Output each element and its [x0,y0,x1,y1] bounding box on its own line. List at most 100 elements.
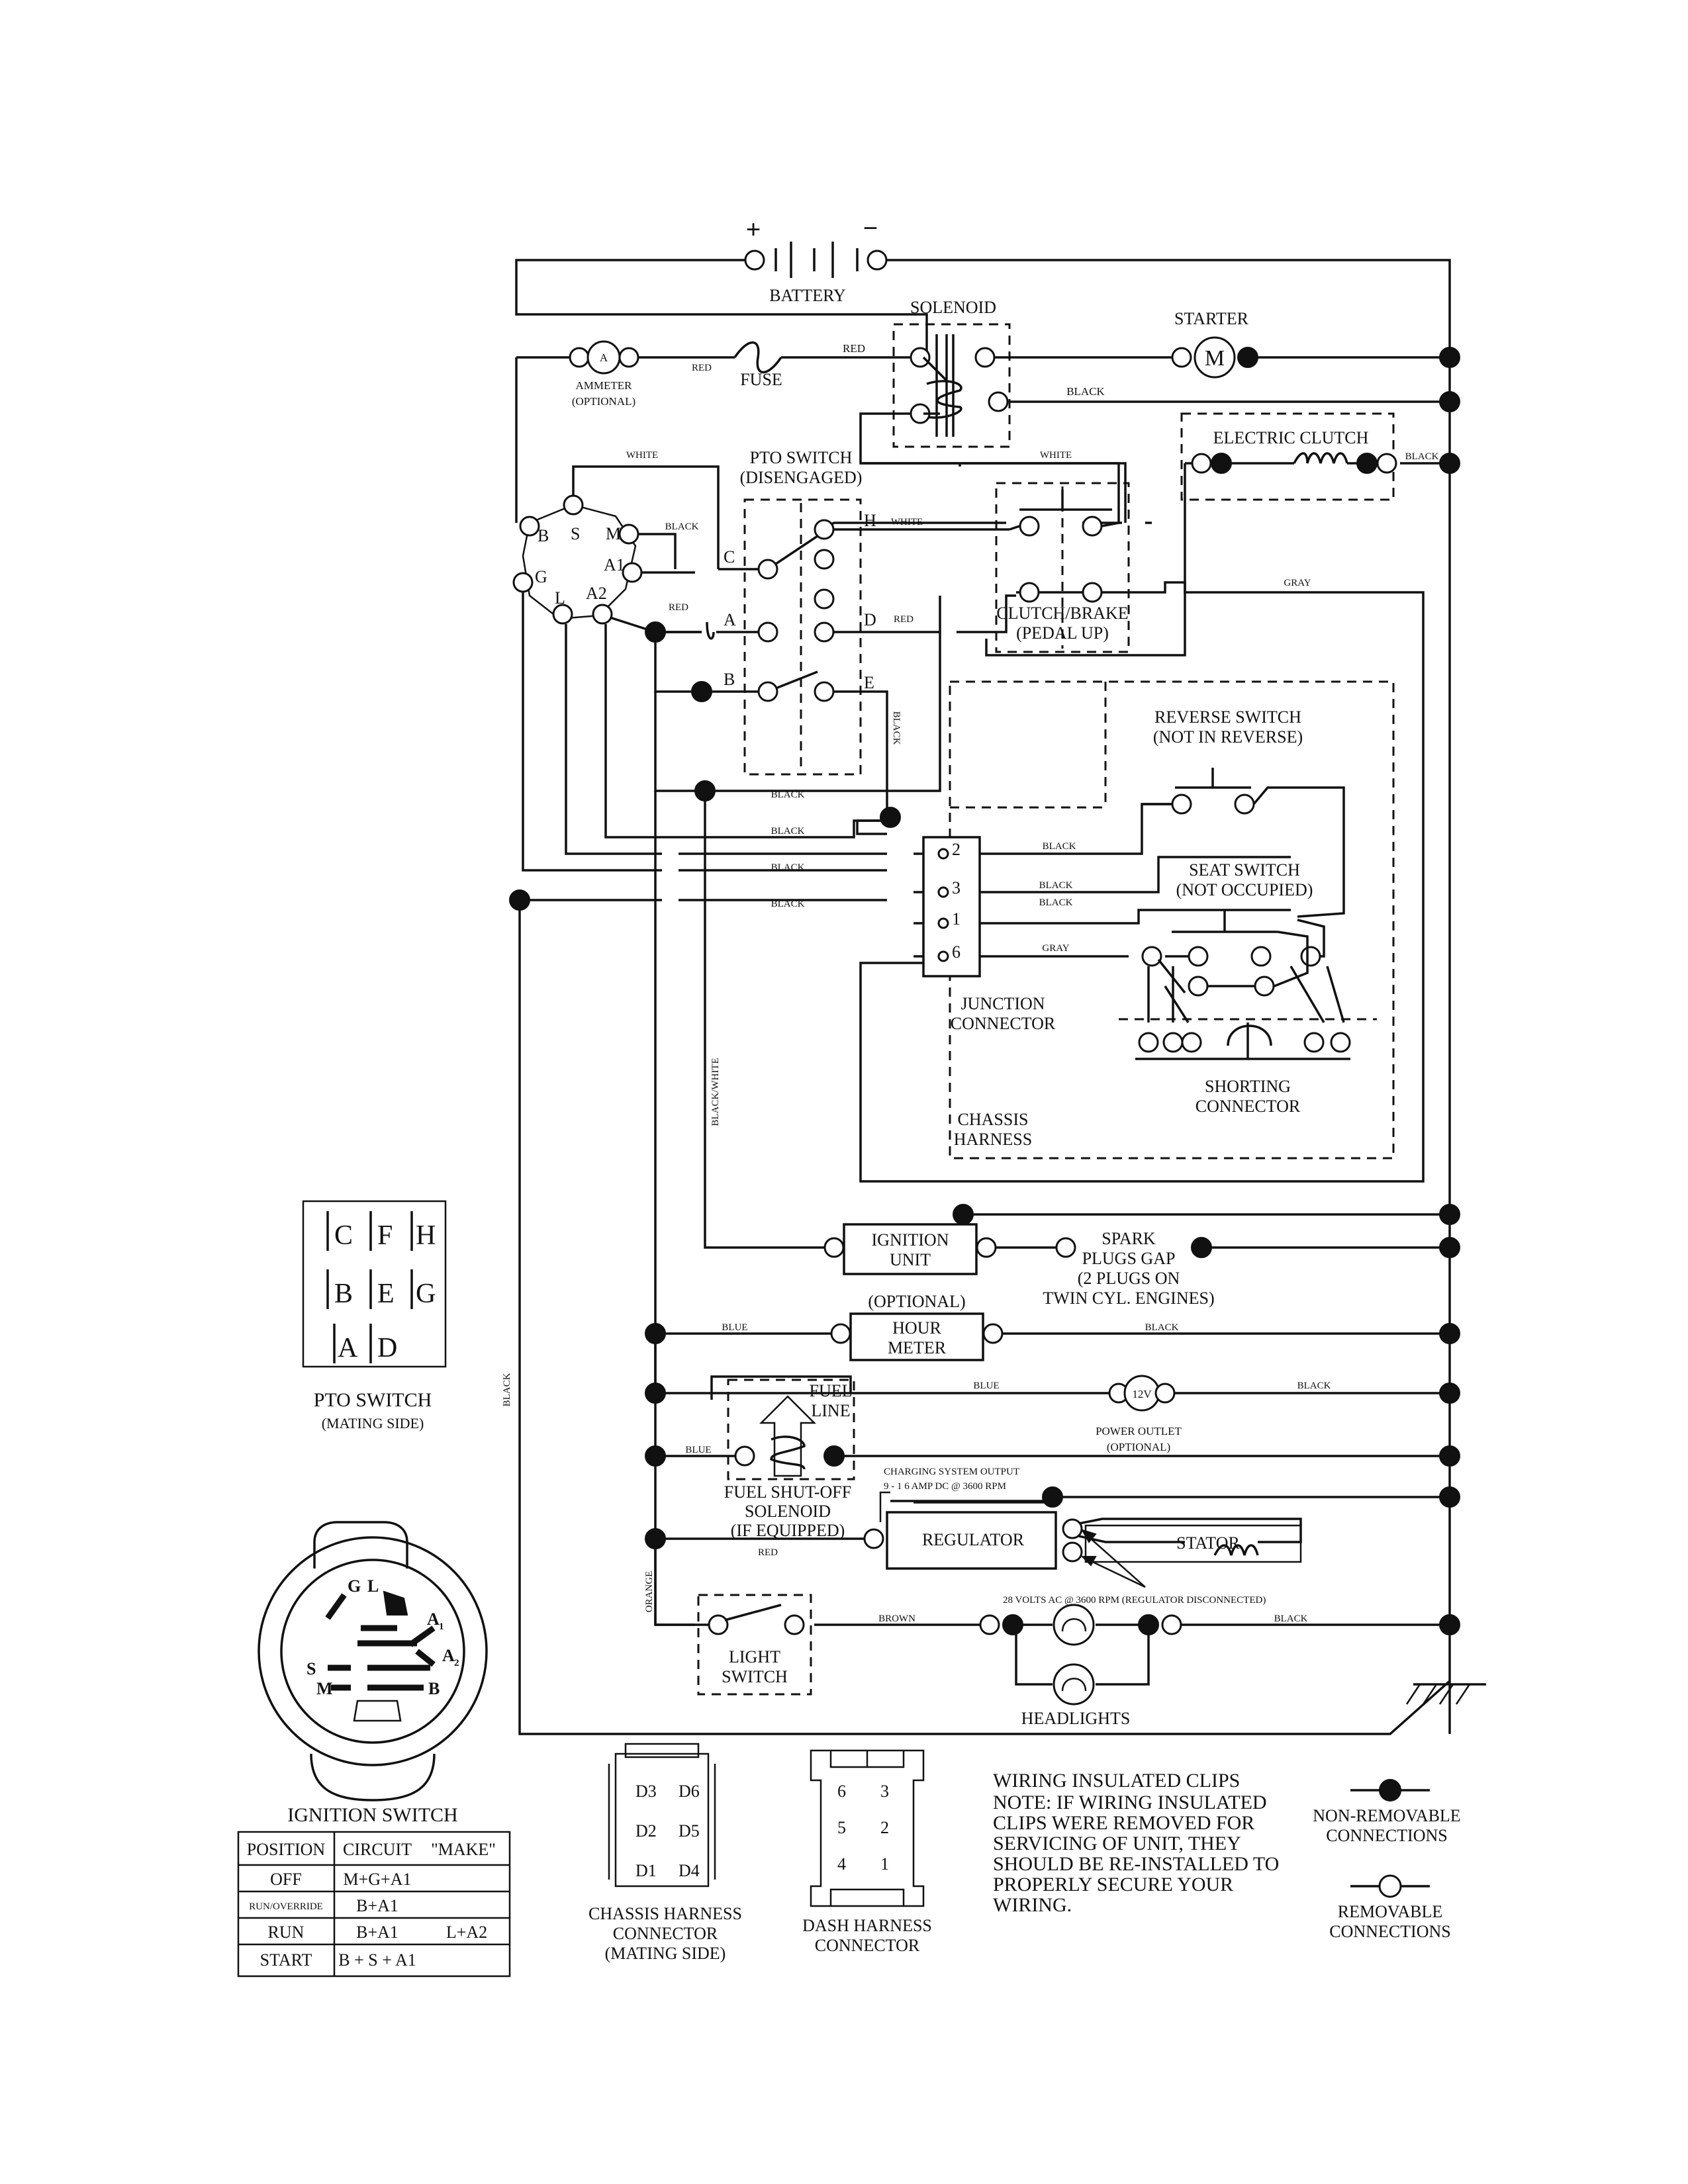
wire-label: BLACK [771,862,805,873]
pin-label: A2 [586,584,607,603]
pto-mating-subtitle: (MATING SIDE) [322,1415,424,1432]
pto-switch-label: PTO SWITCH [750,448,853,467]
junction-dot [1439,1237,1460,1258]
note-line: SHOULD BE RE-INSTALLED TO [993,1853,1279,1875]
dash-pin: 1 [880,1854,889,1874]
wire-label: BLACK [1066,385,1105,398]
pto-terminal: D [864,610,876,629]
ign-face-label: A [442,1646,455,1665]
dash-pin: 5 [837,1818,846,1837]
table-cell: RUN [268,1923,305,1942]
seat-switch-sublabel: (NOT OCCUPIED) [1176,880,1313,899]
junction-dot [1439,391,1460,412]
hour-meter-label: METER [888,1338,947,1357]
ammeter-sublabel: (OPTIONAL) [572,395,635,408]
table-header: CIRCUIT [343,1840,412,1859]
chassis-connector-label: CONNECTOR [613,1924,718,1943]
ign-face-label: G [348,1576,361,1596]
starter-symbol: M [1205,346,1225,371]
dash-harness-connector: 6 3 5 2 4 1 DASH HARNESS CONNECTOR [802,1749,932,1955]
wire-label: BLACK [1039,897,1073,908]
table-cell: B + S + A1 [338,1950,416,1970]
note-line: SERVICING OF UNIT, THEY [993,1833,1241,1854]
junction-pin: 3 [952,878,961,897]
wire-label: RED [669,602,688,613]
table-cell: START [260,1950,312,1970]
wire-label: BLUE [973,1381,999,1391]
ignition-unit-label: IGNITION [872,1230,949,1250]
fuse: FUSE [733,341,782,389]
dash-pin: 2 [880,1818,889,1837]
regulator: REGULATOR CHARGING SYSTEM OUTPUT 9 - 1 6… [645,1467,1083,1570]
ign-face-label: 2 [454,1658,459,1668]
pto-terminal: B [724,670,735,689]
junction-dot [1439,1486,1460,1508]
wire-label: BLACK [891,711,902,745]
wire-label: BLUE [722,1322,747,1333]
reverse-switch-label: REVERSE SWITCH [1154,707,1301,727]
table-cell: M+G+A1 [344,1870,412,1889]
fuel-shutoff-label: SOLENOID [745,1502,831,1521]
junction-connector-label: CONNECTOR [951,1014,1056,1033]
table-header: "MAKE" [431,1840,496,1859]
pto-pin: F [377,1220,393,1251]
electric-clutch: ELECTRIC CLUTCH BLACK [1180,412,1439,501]
pto-mating-title: PTO SWITCH [314,1389,432,1411]
ignition-table: POSITION CIRCUIT "MAKE" OFF M+G+A1 RUN/O… [237,1831,511,1978]
chassis-harness: 2 3 1 6 JUNCTION CONNECTOR CHASSIS HARNE… [922,680,1395,1160]
stator-note: 28 VOLTS AC @ 3600 RPM (REGULATOR DISCON… [1003,1595,1266,1606]
dash-pin: 4 [837,1854,846,1874]
table-cell: L+A2 [446,1923,487,1942]
hour-meter-label: HOUR [892,1318,941,1338]
wire-label: BLACK [771,899,805,909]
ign-face-label: A [427,1610,440,1629]
pto-terminal: A [724,610,736,629]
ign-face-label: B [428,1679,440,1698]
chassis-pin: D1 [635,1861,657,1880]
clips-title: WIRING INSULATED CLIPS [993,1770,1240,1792]
light-switch: LIGHT SWITCH ORANGE BROWN [644,1539,915,1696]
pto-pin: B [334,1279,353,1309]
clutch-brake-sublabel: (PEDAL UP) [1016,623,1109,643]
junction-pin: 6 [952,942,961,962]
spark-plugs-label: SPARK [1102,1229,1156,1248]
chassis-pin: D3 [635,1782,657,1801]
dash-connector-label: DASH HARNESS [802,1916,932,1935]
junction-dot [691,681,712,702]
power-outlet-label: (OPTIONAL) [1107,1441,1170,1453]
junction-dot [1439,1204,1460,1225]
charging-label: 9 - 1 6 AMP DC @ 3600 RPM [884,1481,1006,1492]
starter: M STARTER BLACK [1066,309,1258,398]
chassis-pin: D6 [679,1782,700,1801]
reverse-switch: REVERSE SWITCH (NOT IN REVERSE) [1142,707,1345,918]
battery-label: BATTERY [769,286,846,305]
wire-label: RED [894,614,914,625]
pto-mating-grid: C F H B E G A D [326,1211,436,1363]
chassis-pin: D4 [679,1861,700,1880]
wiring-note: WIRING INSULATED CLIPS NOTE: IF WIRING I… [993,1770,1279,1916]
junction-pin: 1 [952,909,961,929]
chassis-harness-connector: D3 D6 D2 D5 D1 D4 CHASSIS HARNESS CONNEC… [588,1743,742,1963]
regulator-label: REGULATOR [922,1530,1025,1549]
ammeter: A AMMETER (OPTIONAL) RED [569,340,712,408]
pin-label: L [555,588,565,608]
headlights-label: HEADLIGHTS [1021,1709,1131,1728]
chassis-harness-label: CHASSIS [958,1110,1029,1129]
junction-dot [1439,347,1460,368]
dash-pin: 6 [837,1782,846,1801]
fuel-shutoff-label: FUEL SHUT-OFF [724,1482,851,1502]
stator: STATOR 28 VOLTS AC @ 3600 RPM (REGULATOR… [1003,1524,1302,1606]
pto-pin: H [416,1220,436,1251]
junction-connector-label: JUNCTION [961,994,1045,1013]
solenoid-label: SOLENOID [910,298,996,317]
wire-label: BLACK/WHITE [710,1058,721,1126]
shorting-connector-label: SHORTING [1205,1077,1291,1096]
junction-dot [694,780,716,801]
pto-pin: D [377,1333,397,1363]
junction-dot [1439,1323,1460,1344]
junction-dot [1439,1383,1460,1404]
solenoid: SOLENOID RED [843,298,1011,448]
junction-dot [509,889,530,911]
chassis-pin: D5 [679,1821,700,1841]
charging-label: CHARGING SYSTEM OUTPUT [884,1467,1019,1477]
